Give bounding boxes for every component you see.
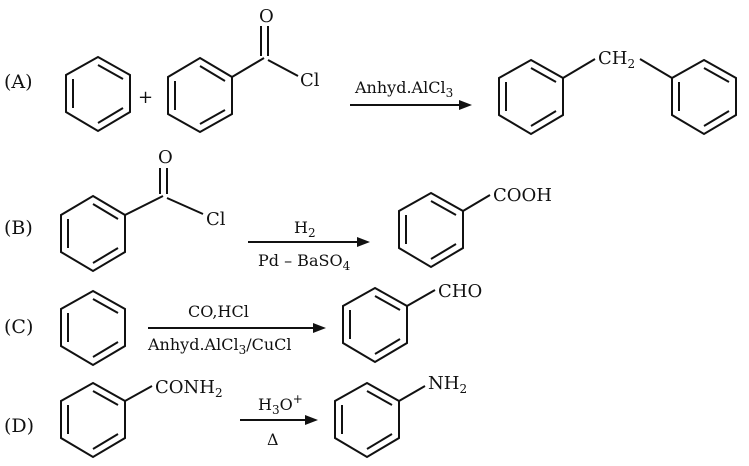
product-ring-left bbox=[498, 58, 564, 136]
chlorine-atom: Cl bbox=[300, 70, 320, 91]
aldehyde-group: CHO bbox=[438, 281, 482, 302]
product-ring bbox=[342, 286, 408, 364]
product-ring-right bbox=[671, 58, 737, 136]
chlorine-atom: Cl bbox=[206, 209, 226, 230]
reagent-below-arrow: Anhyd.AlCl3/CuCl bbox=[147, 335, 292, 357]
reaction-c-label: (C) bbox=[4, 316, 33, 338]
carbonyl-chlorine-bond bbox=[166, 197, 204, 215]
ring-carbonyl-bond bbox=[124, 195, 164, 216]
benzene-ring bbox=[65, 55, 131, 133]
reaction-d: (D) CONH2 H3O+ Δ NH2 bbox=[4, 373, 467, 459]
reaction-arrow bbox=[248, 237, 370, 247]
reaction-b-label: (B) bbox=[4, 217, 33, 239]
reagent-above-arrow: Anhyd.AlCl3 bbox=[354, 78, 453, 100]
reaction-a: (A) + O Cl Anhyd.AlCl3 bbox=[4, 6, 737, 136]
benzoyl-ring bbox=[60, 194, 126, 273]
product-ring bbox=[334, 381, 400, 459]
ring-amine-bond bbox=[398, 385, 426, 402]
product-ring bbox=[398, 191, 464, 269]
reaction-arrow bbox=[350, 100, 472, 110]
plus-sign: + bbox=[138, 87, 153, 108]
ring-methylene-bond bbox=[562, 58, 596, 79]
ring-carbonyl-bond bbox=[231, 57, 265, 78]
reaction-d-label: (D) bbox=[4, 415, 34, 437]
ring-carboxyl-bond bbox=[462, 194, 491, 212]
ring-aldehyde-bond bbox=[406, 289, 436, 307]
oxygen-atom: O bbox=[158, 147, 173, 168]
reaction-a-label: (A) bbox=[4, 71, 33, 93]
benzamide-ring bbox=[60, 381, 126, 459]
reaction-c: (C) CO,HCl Anhyd.AlCl3/CuCl CHO bbox=[4, 281, 482, 367]
reagent-below-arrow: Pd – BaSO4 bbox=[258, 251, 351, 273]
reaction-arrow bbox=[148, 323, 326, 333]
reaction-arrow bbox=[240, 415, 318, 425]
carboxyl-group: COOH bbox=[493, 185, 552, 206]
amide-group: CONH2 bbox=[155, 377, 223, 400]
methylene-ring-bond bbox=[639, 58, 673, 79]
ring-amide-bond bbox=[124, 385, 153, 402]
carbonyl-chlorine-bond bbox=[267, 59, 299, 77]
methylene-group: CH2 bbox=[598, 48, 635, 71]
reagent-above-arrow: CO,HCl bbox=[188, 302, 249, 321]
amine-group: NH2 bbox=[428, 373, 467, 396]
benzoyl-ring bbox=[167, 56, 233, 134]
reagent-above-arrow: H3O+ bbox=[258, 392, 303, 417]
reagent-below-arrow: Δ bbox=[267, 430, 279, 449]
benzene-ring bbox=[60, 289, 126, 367]
reaction-b: (B) O Cl H2 Pd – BaSO4 COOH bbox=[4, 147, 552, 273]
oxygen-atom: O bbox=[259, 6, 274, 27]
reagent-above-arrow: H2 bbox=[294, 218, 316, 240]
